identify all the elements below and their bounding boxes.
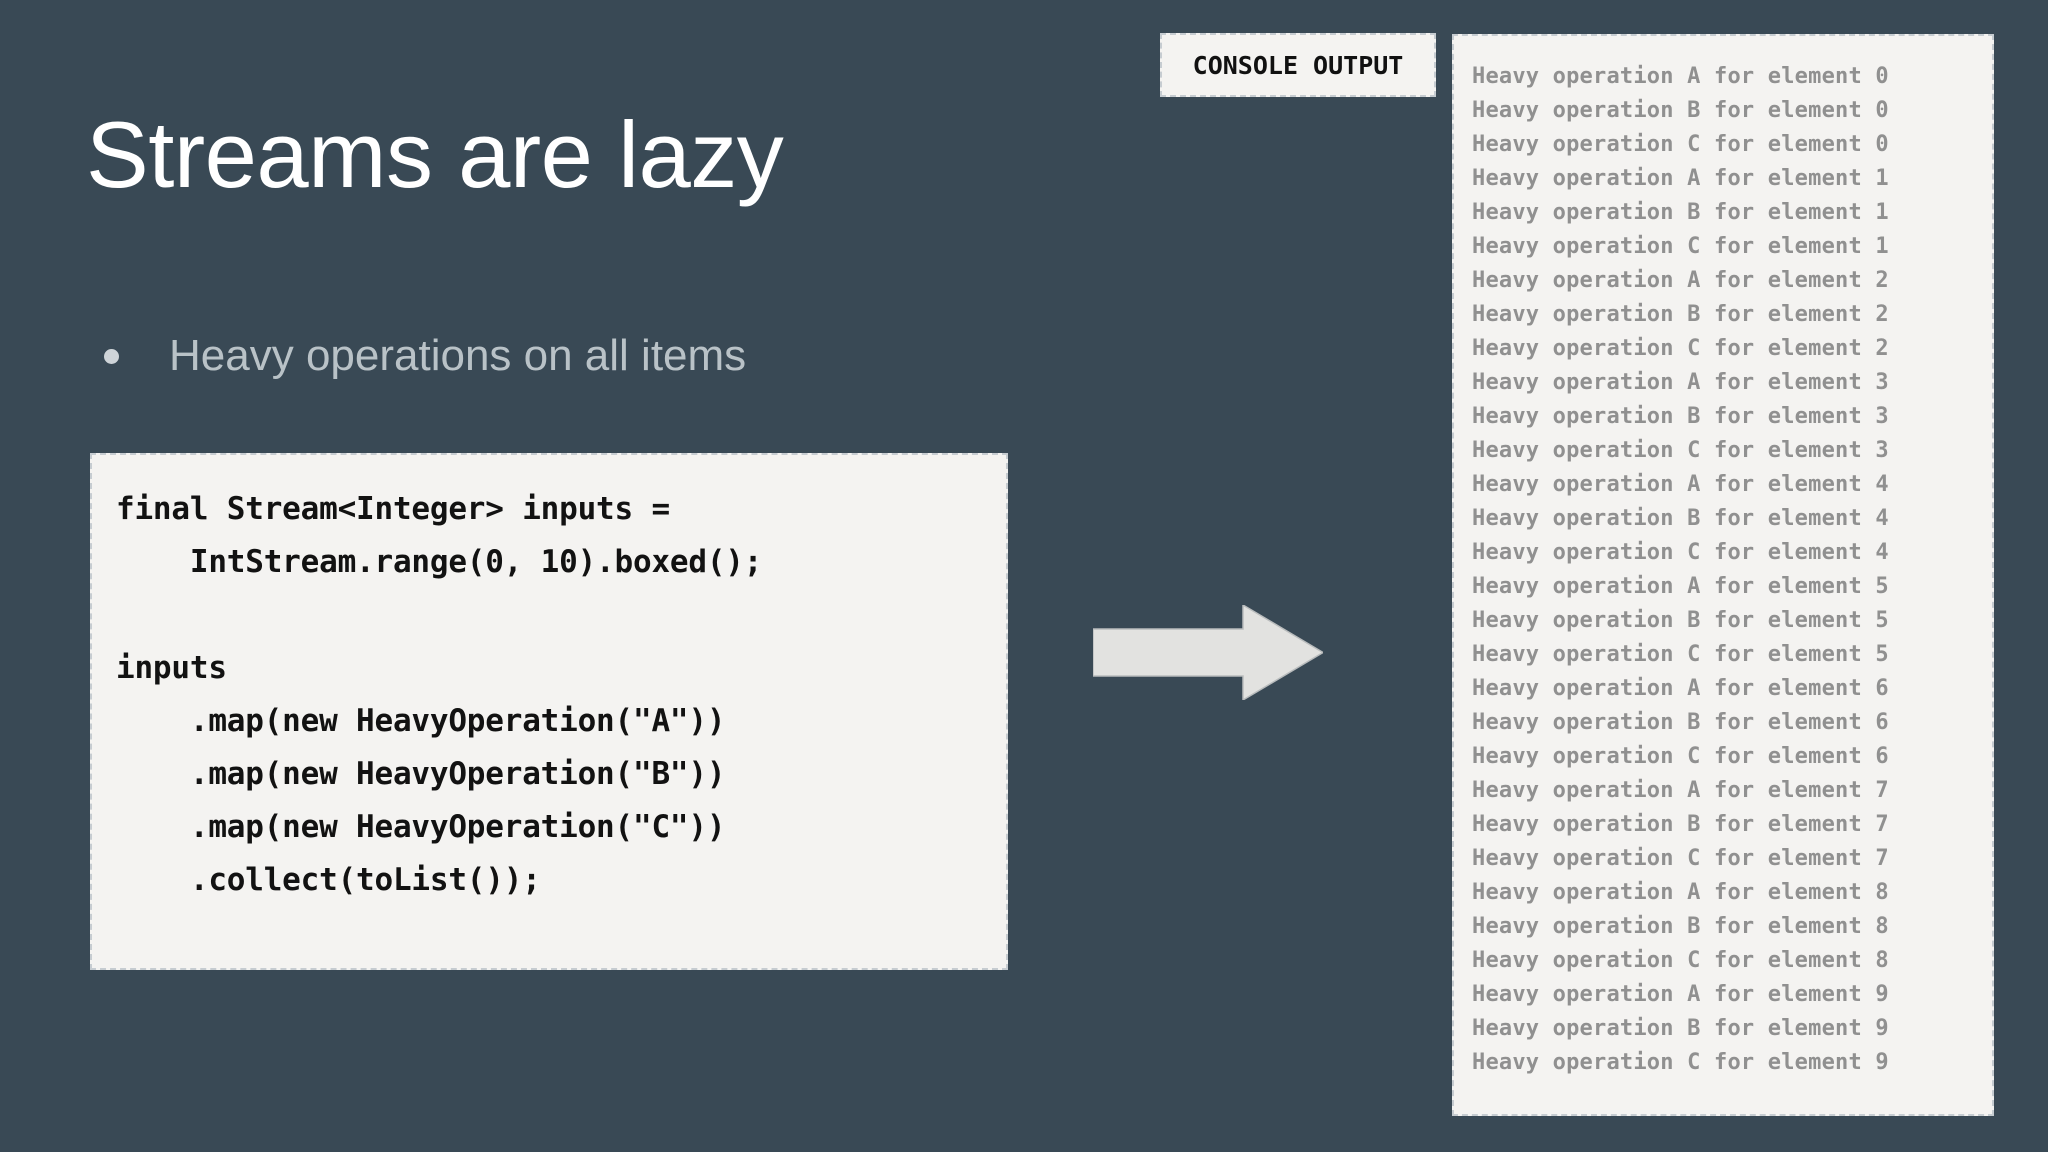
console-output-label-box: CONSOLE OUTPUT <box>1160 33 1436 97</box>
console-output-line: Heavy operation C for element 3 <box>1472 438 1889 463</box>
console-output-line: Heavy operation C for element 1 <box>1472 234 1889 259</box>
console-output-line: Heavy operation A for element 1 <box>1472 166 1889 191</box>
arrow-right-icon <box>1092 603 1325 702</box>
console-output-line: Heavy operation A for element 0 <box>1472 64 1889 89</box>
list-item: Heavy operations on all items <box>104 330 1004 383</box>
console-output-line: Heavy operation B for element 5 <box>1472 608 1889 633</box>
console-output-line: Heavy operation C for element 0 <box>1472 132 1889 157</box>
console-output-line: Heavy operation A for element 5 <box>1472 574 1889 599</box>
bullet-item-label: Heavy operations on all items <box>169 331 747 380</box>
bullet-list: Heavy operations on all items <box>104 330 1004 383</box>
bullet-dot-icon <box>104 348 119 364</box>
console-output-line: Heavy operation A for element 7 <box>1472 778 1889 803</box>
console-output-line: Heavy operation C for element 8 <box>1472 948 1889 973</box>
console-output-line: Heavy operation A for element 2 <box>1472 268 1889 293</box>
console-output-line: Heavy operation B for element 7 <box>1472 812 1889 837</box>
console-output-line: Heavy operation B for element 8 <box>1472 914 1889 939</box>
console-output-line: Heavy operation C for element 7 <box>1472 846 1889 871</box>
console-output-line: Heavy operation A for element 3 <box>1472 370 1889 395</box>
console-output-line: Heavy operation B for element 0 <box>1472 98 1889 123</box>
console-output-line: Heavy operation C for element 2 <box>1472 336 1889 361</box>
console-output-line: Heavy operation B for element 3 <box>1472 404 1889 429</box>
console-output-line: Heavy operation A for element 6 <box>1472 676 1889 701</box>
console-output-line: Heavy operation A for element 4 <box>1472 472 1889 497</box>
console-output-line: Heavy operation C for element 6 <box>1472 744 1889 769</box>
console-output-line: Heavy operation B for element 4 <box>1472 506 1889 531</box>
console-output-line: Heavy operation A for element 9 <box>1472 982 1889 1007</box>
console-output-line: Heavy operation B for element 6 <box>1472 710 1889 735</box>
console-output-line: Heavy operation C for element 4 <box>1472 540 1889 565</box>
console-output-line: Heavy operation B for element 1 <box>1472 200 1889 225</box>
console-output-line: Heavy operation A for element 8 <box>1472 880 1889 905</box>
slide-title: Streams are lazy <box>86 102 784 207</box>
console-output-panel[interactable]: Heavy operation A for element 0 Heavy ope… <box>1452 34 1994 1116</box>
console-output-line: Heavy operation C for element 9 <box>1472 1050 1889 1075</box>
console-output-line: Heavy operation B for element 2 <box>1472 302 1889 327</box>
code-snippet: final Stream<Integer> inputs = IntStream… <box>116 491 763 898</box>
console-output-line: Heavy operation B for element 9 <box>1472 1016 1889 1041</box>
console-output-line: Heavy operation C for element 5 <box>1472 642 1889 667</box>
console-output-label: CONSOLE OUTPUT <box>1192 50 1404 80</box>
code-block: final Stream<Integer> inputs = IntStream… <box>90 453 1008 970</box>
